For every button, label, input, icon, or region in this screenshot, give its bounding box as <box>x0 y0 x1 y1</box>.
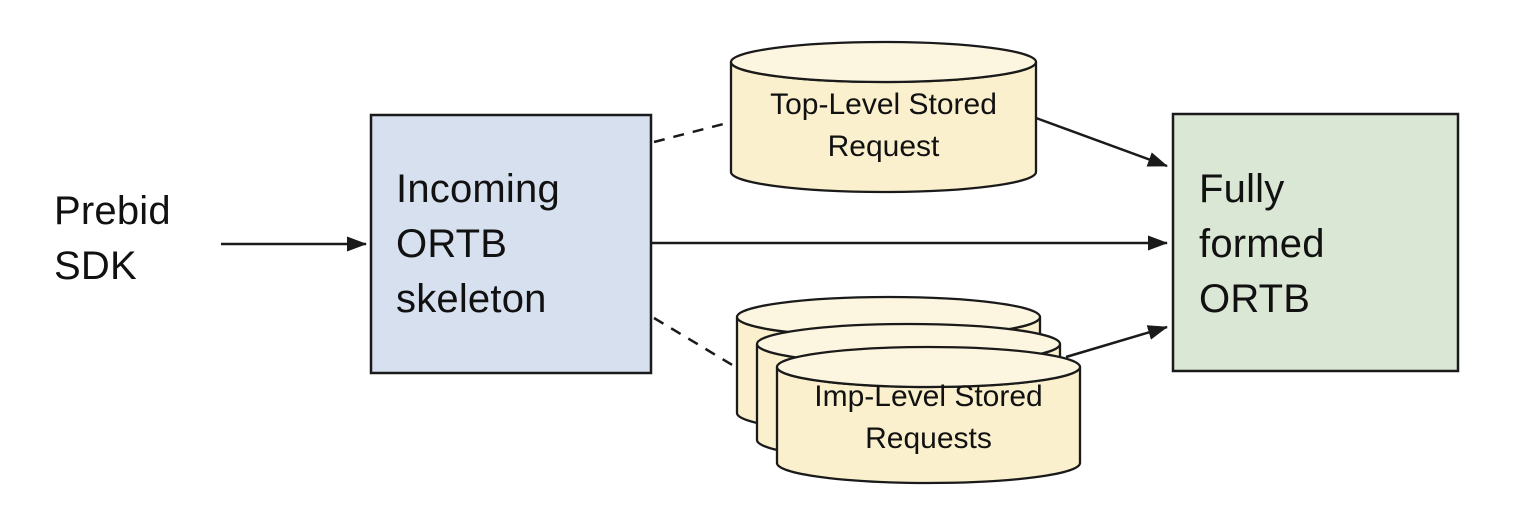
fully-formed-ortb-box <box>1171 112 1460 373</box>
edge-top-stored-to-fully-formed <box>1035 116 1168 168</box>
edge-incoming-to-top-stored-dashed <box>653 120 732 144</box>
imp-stored-cylinder-front <box>775 345 1082 485</box>
top-stored-cylinder <box>729 40 1038 194</box>
imp-stored-requests-label: Imp-Level Stored Requests <box>814 380 1043 455</box>
incoming-ortb-box <box>369 113 653 375</box>
edge-imp-stored-to-fully-formed <box>1065 325 1168 359</box>
edge-incoming-to-imp-stored-dashed <box>653 316 735 368</box>
imp-stored-cylinder-stack <box>735 295 1082 485</box>
top-stored-request-label: Top-Level Stored Request <box>770 88 997 163</box>
fully-formed-ortb-label: Fully formed ORTB <box>1199 167 1325 321</box>
incoming-ortb-label: Incoming ORTB skeleton <box>396 167 560 321</box>
prebid-sdk-label: Prebid SDK <box>54 189 171 288</box>
